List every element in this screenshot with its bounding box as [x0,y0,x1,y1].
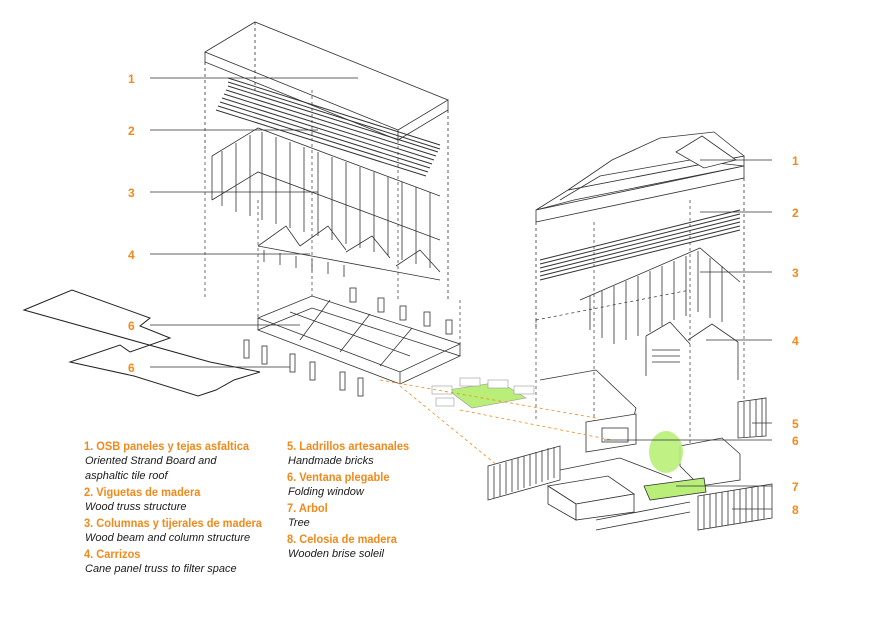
right-roof [535,131,745,330]
legend-item-7: 7. Arbol Tree [287,501,420,531]
right-brick-wall [487,445,561,501]
legend-title: 6. Ventana plegable [287,470,390,484]
legend-title: 3. Columnas y tijerales de madera [84,516,262,530]
left-wood-trusses [211,127,441,268]
legend-item-6: 6. Ventana plegable Folding window [287,470,420,500]
right-callout-5: 5 [792,417,799,431]
right-wood-trusses [579,247,741,344]
right-callout-7: 7 [792,480,799,494]
left-callout-6a: 6 [128,319,135,333]
right-guide-lines [535,200,745,450]
left-guide-lines [204,90,461,344]
legend-title: 4. Carrizos [84,547,141,561]
right-exploded-model [487,131,773,531]
right-callout-numbers: 1 2 3 4 5 6 7 8 [792,154,799,517]
left-callout-4: 4 [128,248,135,262]
legend-item-2: 2. Viguetas de madera Wood truss structu… [84,485,277,515]
model-connection [379,377,613,467]
left-courtyard-green [447,381,527,409]
right-cane-panels [645,321,739,380]
left-callout-numbers: 1 2 3 4 6 6 [128,72,135,375]
legend-left-column: 1. OSB paneles y tejas asfaltica Oriente… [84,439,277,578]
legend-subtitle: Wooden brise soleil [288,548,384,560]
left-roof-panels [204,21,449,300]
right-brise-soleil [697,483,773,531]
legend-right-column: 5. Ladrillos artesanales Handmade bricks… [287,439,420,563]
legend-item-4: 4. Carrizos Cane panel truss to filter s… [84,547,277,577]
legend-subtitle: Wood beam and column structure [85,532,251,544]
legend-title: 2. Viguetas de madera [84,485,201,499]
legend-title: 1. OSB paneles y tejas asfaltica [84,439,250,453]
right-callout-4: 4 [792,334,799,348]
legend-item-3: 3. Columnas y tijerales de madera Wood b… [84,516,277,546]
left-callout-3: 3 [128,186,135,200]
legend-subtitle: asphaltic tile roof [85,470,168,482]
left-callout-leaders [150,77,358,368]
right-callout-1: 1 [792,154,799,168]
left-exploded-model [22,21,462,397]
right-callout-leaders [604,159,772,510]
right-brick-panel-5 [737,397,767,439]
legend-title: 8. Celosia de madera [287,532,397,546]
legend-subtitle: Folding window [288,486,364,498]
legend-subtitle: Handmade bricks [288,455,374,467]
right-callout-6: 6 [792,434,799,448]
legend-item-5: 5. Ladrillos artesanales Handmade bricks [287,439,420,469]
right-callout-8: 8 [792,503,799,517]
legend-subtitle: Cane panel truss to filter space [85,563,237,575]
left-ground-floor-walls [243,287,462,397]
legend-title: 7. Arbol [287,501,328,515]
legend-subtitle: Wood truss structure [85,501,187,513]
tree-canopy [649,431,683,473]
left-callout-1: 1 [128,72,135,86]
left-callout-2: 2 [128,124,135,138]
left-cane-panels [257,225,441,281]
legend-subtitle: Tree [288,517,310,529]
left-floor-plan-outline [22,289,261,397]
legend-title: 5. Ladrillos artesanales [287,439,410,453]
right-callout-3: 3 [792,266,799,280]
right-callout-2: 2 [792,206,799,220]
legend-subtitle: Oriented Strand Board and [85,455,217,467]
legend-item-8: 8. Celosia de madera Wooden brise soleil [287,532,420,562]
left-callout-6b: 6 [128,361,135,375]
right-ground-floor [539,369,741,531]
left-roof-joists [215,77,441,177]
legend-item-1: 1. OSB paneles y tejas asfaltica Oriente… [84,439,277,484]
right-roof-joists [539,209,741,281]
